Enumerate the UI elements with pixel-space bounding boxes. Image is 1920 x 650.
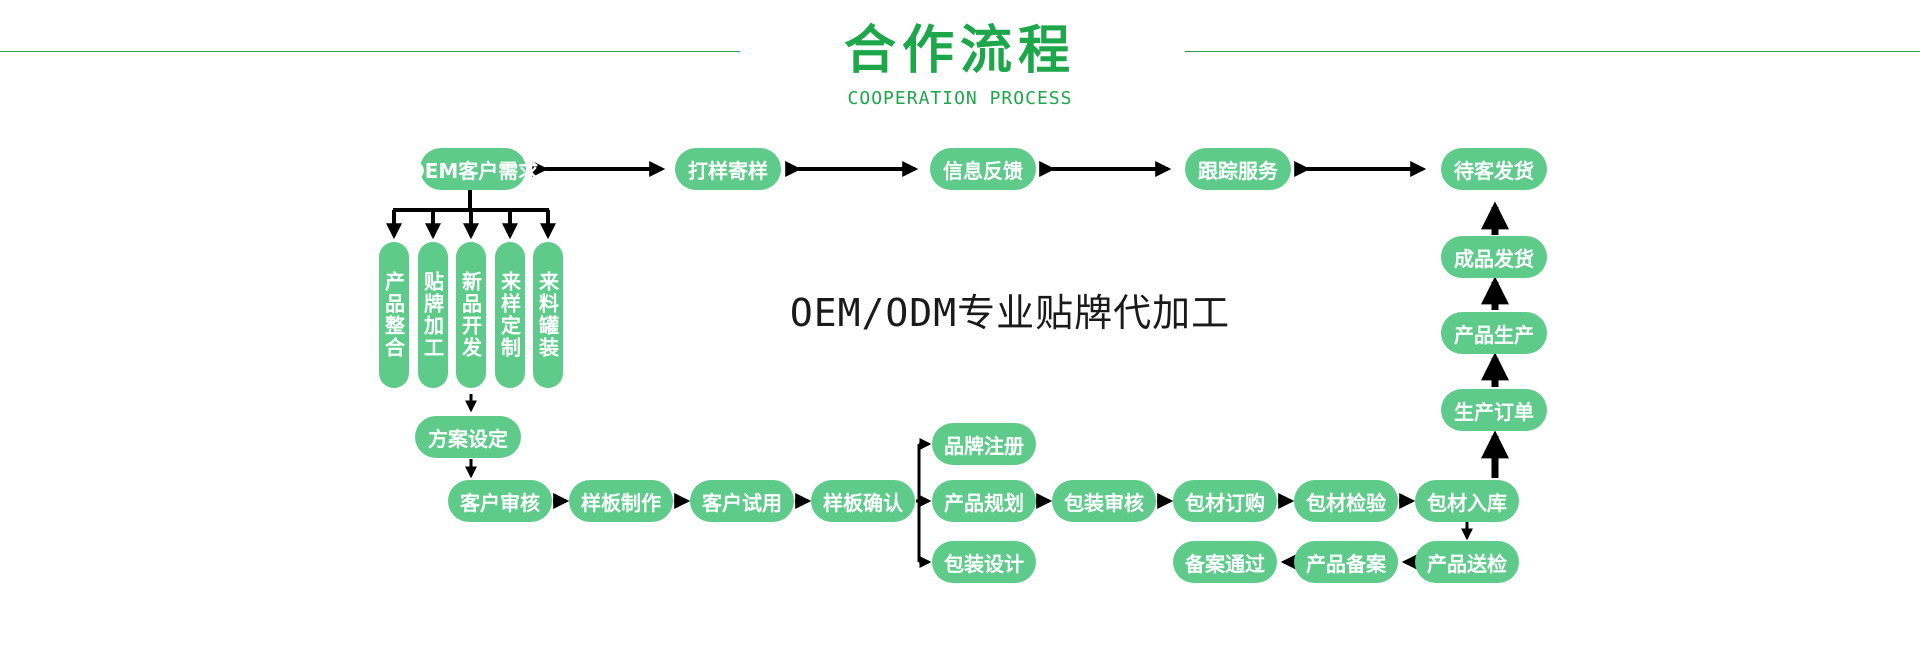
node-feedback: 信息反馈	[930, 148, 1036, 190]
header-right-line	[1185, 51, 1920, 52]
node-customer-review: 客户审核	[448, 480, 552, 522]
node-material-check: 包材检验	[1294, 480, 1398, 522]
node-material-storage: 包材入库	[1415, 480, 1519, 522]
node-template-make: 样板制作	[569, 480, 673, 522]
node-oem-demand: OEM客户需求	[408, 148, 538, 190]
page-title: 合作流程	[843, 21, 1076, 81]
node-material-order: 包材订购	[1173, 480, 1277, 522]
center-caption: OEM/ODM专业贴牌代加工	[789, 291, 1231, 335]
page-subtitle: COOPERATION PROCESS	[847, 88, 1073, 109]
node-product-inspection: 产品送检	[1415, 541, 1519, 583]
node-custom-sample: 来样定制	[495, 242, 525, 388]
node-package-review: 包装审核	[1052, 480, 1156, 522]
node-follow-up: 跟踪服务	[1185, 148, 1291, 190]
node-product-integration: 产品整合	[379, 242, 409, 388]
header-left-line	[0, 51, 740, 52]
node-product-plan: 产品规划	[932, 480, 1036, 522]
node-finished-ship: 成品发货	[1441, 236, 1547, 278]
node-filing-pass: 备案通过	[1173, 541, 1277, 583]
node-await-ship: 待客发货	[1441, 148, 1547, 190]
node-production: 产品生产	[1441, 312, 1547, 354]
node-new-dev: 新品开发	[456, 242, 486, 388]
node-material-canning: 来料罐装	[533, 242, 563, 388]
node-template-confirm: 样板确认	[811, 480, 915, 522]
node-plan: 方案设定	[415, 416, 521, 458]
node-private-label: 贴牌加工	[418, 242, 448, 388]
node-brand-register: 品牌注册	[932, 423, 1036, 465]
node-customer-trial: 客户试用	[690, 480, 794, 522]
node-sample: 打样寄样	[675, 148, 781, 190]
node-product-filing: 产品备案	[1294, 541, 1398, 583]
node-package-design: 包装设计	[932, 541, 1036, 583]
node-production-order: 生产订单	[1441, 389, 1547, 431]
